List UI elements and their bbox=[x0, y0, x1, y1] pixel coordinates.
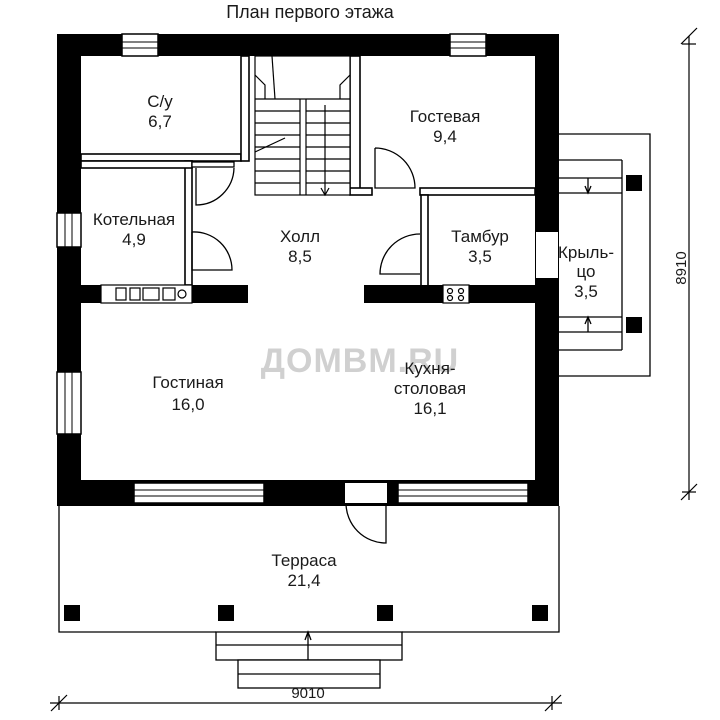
width-dimension: 9010 bbox=[291, 685, 324, 702]
room-kitchen-name-1: Кухня- bbox=[404, 359, 455, 378]
room-labels: С/у 6,7 Гостевая 9,4 Котельная 4,9 Холл … bbox=[93, 92, 614, 590]
room-guest-area: 9,4 bbox=[433, 127, 457, 146]
room-kitchen-name-2: столовая bbox=[394, 379, 466, 398]
wall-north bbox=[57, 34, 559, 56]
room-kitchen-area: 16,1 bbox=[413, 399, 446, 418]
room-vestibule-name: Тамбур bbox=[451, 227, 509, 246]
room-terrace-area: 21,4 bbox=[287, 571, 320, 590]
porch-posts bbox=[626, 175, 642, 333]
staircase bbox=[254, 55, 351, 197]
wall-west bbox=[57, 34, 81, 506]
room-porch-name-2: цо bbox=[576, 262, 595, 281]
room-terrace-name: Терраса bbox=[271, 551, 337, 570]
room-bathroom-area: 6,7 bbox=[148, 112, 172, 131]
room-porch-name-1: Крыль- bbox=[558, 243, 614, 262]
porch bbox=[559, 133, 651, 377]
room-living-area: 16,0 bbox=[171, 395, 204, 414]
plan-title: План первого этажа bbox=[226, 2, 395, 22]
stove-icon bbox=[442, 284, 470, 304]
watermark: ДОМВМ.RU bbox=[261, 342, 459, 380]
room-boiler-name: Котельная bbox=[93, 210, 175, 229]
height-dimension: 8910 bbox=[673, 251, 690, 284]
windows bbox=[56, 33, 558, 504]
room-hall-area: 8,5 bbox=[288, 247, 312, 266]
dimension-lines bbox=[50, 27, 698, 712]
terrace-posts bbox=[64, 605, 548, 621]
room-guest-name: Гостевая bbox=[410, 107, 481, 126]
room-boiler-area: 4,9 bbox=[122, 230, 146, 249]
room-porch-area: 3,5 bbox=[574, 282, 598, 301]
boiler-equipment bbox=[100, 284, 193, 304]
room-vestibule-area: 3,5 bbox=[468, 247, 492, 266]
terrace bbox=[58, 506, 560, 689]
room-hall-name: Холл bbox=[280, 227, 320, 246]
room-living-name: Гостиная bbox=[152, 373, 223, 392]
room-bathroom-name: С/у bbox=[147, 92, 173, 111]
doors bbox=[186, 147, 421, 544]
